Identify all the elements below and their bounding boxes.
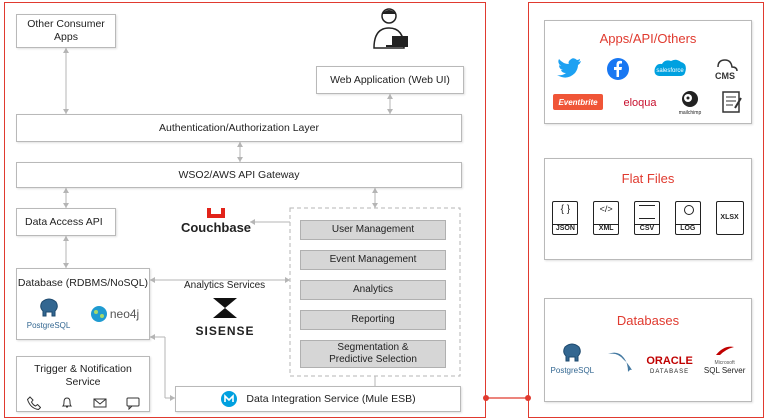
analytics-services-label: Analytics Services bbox=[184, 280, 266, 291]
xlsx-file-icon: XLSX bbox=[715, 200, 744, 235]
eventbrite-icon: Eventbrite bbox=[553, 93, 604, 110]
mailchimp-icon: mailchimp bbox=[679, 90, 702, 115]
svg-text:Eventbrite: Eventbrite bbox=[559, 98, 599, 107]
neo4j-logo: neo4j bbox=[90, 305, 139, 323]
json-file-icon: { } JSON bbox=[552, 200, 579, 235]
service-label: Segmentation & Predictive Selection bbox=[329, 342, 417, 365]
couchbase-icon bbox=[207, 208, 225, 218]
svg-text:salesforce: salesforce bbox=[656, 68, 684, 74]
json-file-label: JSON bbox=[553, 224, 578, 233]
csv-file-icon: CSV bbox=[633, 200, 660, 235]
flat-files-title: Flat Files bbox=[621, 171, 675, 186]
sisense-mark-icon bbox=[213, 298, 237, 318]
flat-files-panel: Flat Files { } JSON </> XML CSV LOG XLSX bbox=[544, 158, 752, 260]
xml-file-label: XML bbox=[594, 224, 619, 233]
other-consumer-apps-box: Other Consumer Apps bbox=[16, 14, 116, 48]
user-at-laptop-icon bbox=[373, 8, 408, 49]
postgresql-label: PostgreSQL bbox=[26, 321, 71, 331]
service-label: Analytics bbox=[352, 284, 393, 295]
sqlserver-label: SQL Server bbox=[703, 366, 746, 376]
eloqua-icon: eloqua bbox=[623, 97, 657, 109]
mysql-dolphin-icon bbox=[608, 352, 633, 372]
phone-icon bbox=[26, 396, 41, 411]
postgresql-db-icon bbox=[563, 343, 582, 362]
databases-title: Databases bbox=[616, 313, 680, 328]
sqlserver-microsoft-label: Microsoft bbox=[714, 360, 735, 367]
csv-file-label: CSV bbox=[634, 224, 659, 233]
sisense-logo: SISENSE bbox=[188, 296, 262, 344]
service-user-management: User Management bbox=[300, 220, 446, 240]
postgresql-elephant-icon bbox=[39, 298, 58, 317]
service-reporting: Reporting bbox=[300, 310, 446, 330]
oracle-logo: ORACLE DATABASE bbox=[646, 355, 692, 375]
log-file-icon: LOG bbox=[674, 200, 701, 235]
data-integration-box: Data Integration Service (Mule ESB) bbox=[175, 386, 461, 412]
postgresql-logo: PostgreSQL bbox=[26, 298, 71, 331]
other-consumer-apps-label: Other Consumer Apps bbox=[27, 18, 105, 43]
data-access-api-box: Data Access API bbox=[16, 208, 116, 236]
xlsx-file-label: XLSX bbox=[720, 213, 739, 221]
web-application-label: Web Application (Web UI) bbox=[330, 73, 450, 86]
bell-icon bbox=[61, 397, 72, 408]
sqlserver-logo: Microsoft SQL Server bbox=[703, 345, 746, 376]
apps-api-panel: Apps/API/Others salesforce CMS Eventbrit… bbox=[544, 20, 752, 124]
service-label: Event Management bbox=[329, 254, 417, 265]
right-frame bbox=[528, 2, 764, 418]
svg-text:mailchimp: mailchimp bbox=[679, 110, 702, 115]
auth-layer-label: Authentication/Authorization Layer bbox=[159, 121, 319, 134]
mulesoft-icon bbox=[221, 391, 238, 407]
apps-api-title: Apps/API/Others bbox=[599, 31, 697, 46]
document-icon bbox=[722, 90, 742, 113]
api-gateway-label: WSO2/AWS API Gateway bbox=[178, 168, 300, 181]
chat-icon bbox=[126, 397, 139, 411]
twitter-icon bbox=[556, 57, 581, 78]
service-analytics: Analytics bbox=[300, 280, 446, 300]
trigger-notification-label: Trigger & Notification Service bbox=[34, 363, 132, 388]
service-event-management: Event Management bbox=[300, 250, 446, 270]
oracle-database-label: DATABASE bbox=[650, 368, 690, 375]
xml-file-icon: </> XML bbox=[593, 200, 620, 235]
databases-panel: Databases PostgreSQL ORACLE DATABASE Mic… bbox=[544, 298, 752, 402]
service-segmentation: Segmentation & Predictive Selection bbox=[300, 340, 446, 368]
service-label: User Management bbox=[331, 224, 415, 235]
left-frame bbox=[4, 2, 486, 418]
svg-text:CMS: CMS bbox=[715, 71, 735, 81]
data-integration-label: Data Integration Service (Mule ESB) bbox=[246, 392, 416, 405]
couchbase-label: Couchbase bbox=[180, 220, 252, 235]
sqlserver-icon bbox=[715, 346, 734, 355]
mail-icon bbox=[93, 398, 106, 408]
sisense-label: SISENSE bbox=[195, 324, 255, 338]
api-gateway-box: WSO2/AWS API Gateway bbox=[16, 162, 462, 188]
log-file-label: LOG bbox=[675, 224, 700, 233]
postgresql-db-logo: PostgreSQL bbox=[550, 343, 595, 376]
web-application-box: Web Application (Web UI) bbox=[316, 66, 464, 94]
oracle-label: ORACLE bbox=[646, 355, 693, 368]
postgresql-db-label: PostgreSQL bbox=[550, 366, 595, 376]
database-label: Database (RDBMS/NoSQL) bbox=[17, 277, 149, 289]
neo4j-label: neo4j bbox=[109, 306, 140, 321]
auth-layer-box: Authentication/Authorization Layer bbox=[16, 114, 462, 142]
service-label: Reporting bbox=[351, 314, 395, 325]
cms-icon: CMS bbox=[715, 58, 738, 81]
data-access-api-label: Data Access API bbox=[25, 215, 103, 228]
salesforce-icon: salesforce bbox=[654, 59, 686, 76]
svg-text:eloqua: eloqua bbox=[623, 97, 657, 109]
couchbase-logo: Couchbase bbox=[176, 206, 256, 242]
facebook-icon bbox=[606, 57, 629, 80]
trigger-notification-box: Trigger & Notification Service bbox=[16, 356, 150, 412]
database-box: Database (RDBMS/NoSQL) PostgreSQL neo4j bbox=[16, 268, 150, 340]
neo4j-icon bbox=[90, 306, 107, 323]
